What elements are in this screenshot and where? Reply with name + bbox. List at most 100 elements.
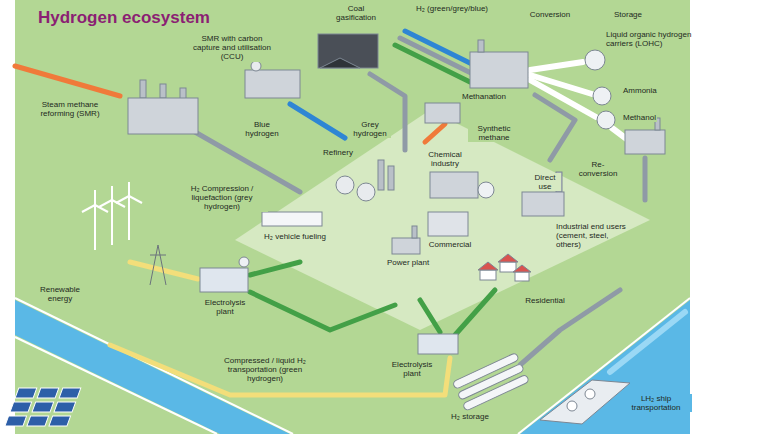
hydrogen-flow bbox=[643, 158, 648, 200]
river-bank bbox=[15, 337, 217, 434]
storage-tank bbox=[593, 87, 611, 105]
facility-label: Renewable energy bbox=[32, 285, 89, 303]
facility-label: Electrolysis plant bbox=[386, 360, 438, 378]
house bbox=[480, 270, 496, 280]
refinery-tower bbox=[388, 166, 394, 190]
storage-tank bbox=[463, 374, 530, 411]
green-hydrogen-flow bbox=[250, 262, 300, 275]
green-hydrogen-flow bbox=[395, 45, 470, 82]
facility-label: SMR with carbon capture and utilisation … bbox=[191, 34, 273, 62]
facility-label: Re-conversion bbox=[575, 160, 622, 178]
chimney bbox=[160, 84, 166, 98]
tank bbox=[239, 257, 249, 267]
turbine-blade bbox=[111, 186, 113, 200]
wind-turbine bbox=[128, 196, 130, 240]
facility-label: Liquid organic hydrogen carriers (LOHC) bbox=[605, 30, 702, 48]
storage-flow bbox=[520, 290, 620, 365]
direct-use-flow bbox=[535, 95, 575, 160]
chemical-plant bbox=[430, 172, 478, 198]
ship-tank bbox=[585, 389, 595, 399]
grey-hydrogen-flow bbox=[400, 38, 475, 75]
facility-label: Steam methane reforming (SMR) bbox=[27, 100, 114, 118]
diagram-title: Hydrogen ecosystem bbox=[38, 8, 210, 28]
facility-label: Power plant bbox=[386, 258, 430, 267]
refinery-tank bbox=[336, 176, 354, 194]
solar-panel bbox=[49, 416, 71, 426]
facility-label: Ammonia bbox=[622, 86, 658, 95]
solar-panel bbox=[10, 402, 32, 412]
house bbox=[515, 272, 529, 281]
facility-label: Conversion bbox=[529, 10, 571, 19]
turbine-blade bbox=[116, 196, 129, 203]
ground bbox=[15, 0, 690, 434]
ship-tank bbox=[567, 401, 577, 411]
facility-label: Methanation bbox=[461, 92, 507, 101]
blue-hydrogen-flow bbox=[405, 31, 480, 68]
facility-label: Blue hydrogen bbox=[241, 120, 283, 138]
solar-panel bbox=[5, 416, 27, 426]
conversion-plant bbox=[470, 52, 528, 88]
green-hydrogen-flow bbox=[420, 300, 440, 332]
solar-panel bbox=[15, 388, 37, 398]
green-hydrogen-flow bbox=[250, 292, 395, 330]
chimney bbox=[412, 226, 417, 238]
facility-label: H₂ storage bbox=[450, 412, 490, 421]
blue-hydrogen-flow bbox=[290, 104, 345, 138]
turbine-blade bbox=[82, 205, 95, 212]
facility-label: Chemical industry bbox=[419, 150, 471, 168]
facility-label: H₂ vehicle fueling bbox=[263, 232, 327, 241]
grey-hydrogen-flow bbox=[195, 132, 300, 192]
solar-panel bbox=[27, 416, 49, 426]
coal-plant bbox=[318, 34, 378, 68]
facility-label: Grey hydrogen bbox=[349, 120, 391, 138]
synthetic-methane-flow bbox=[425, 124, 445, 142]
facility-label: Coal gasification bbox=[333, 4, 380, 22]
commercial-building bbox=[428, 212, 468, 236]
facility-label: LH₂ ship transportation bbox=[620, 394, 692, 412]
methanation-plant bbox=[425, 103, 460, 123]
facility-label: Storage bbox=[613, 10, 643, 19]
electrolysis-plant bbox=[200, 268, 248, 292]
power-plant bbox=[392, 238, 420, 254]
sea-shore bbox=[518, 298, 690, 434]
turbine-blade bbox=[99, 200, 112, 207]
facility-label: Industrial end users (cement, steel, oth… bbox=[555, 222, 629, 250]
green-hydrogen-flow bbox=[455, 290, 495, 335]
turbine-blade bbox=[94, 190, 96, 205]
facility-label: Electrolysis plant bbox=[199, 298, 251, 316]
storage-tank bbox=[585, 50, 605, 70]
end-use-area bbox=[235, 110, 650, 330]
electrolysis-plant bbox=[418, 334, 458, 354]
facility-label: H₂ (green/grey/blue) bbox=[415, 4, 489, 13]
ccu-plant bbox=[245, 70, 300, 98]
refinery-tank bbox=[357, 183, 375, 201]
facility-label: Synthetic methane bbox=[468, 124, 520, 142]
chimney bbox=[478, 40, 484, 52]
solar-panel bbox=[37, 388, 59, 398]
solar-panel bbox=[54, 402, 76, 412]
facility-label: Direct use bbox=[529, 173, 561, 191]
power-pylon bbox=[150, 255, 166, 256]
solar-panel bbox=[32, 402, 54, 412]
roof bbox=[513, 265, 531, 272]
chemical-sphere bbox=[478, 182, 494, 198]
ship bbox=[540, 380, 630, 424]
turbine-blade bbox=[129, 196, 142, 203]
turbine-blade bbox=[128, 182, 130, 196]
factory bbox=[522, 192, 564, 216]
roof bbox=[498, 254, 518, 262]
power-flow bbox=[110, 345, 450, 395]
natural-gas-flow bbox=[15, 66, 120, 96]
solar-panel bbox=[59, 388, 81, 398]
wind-turbine bbox=[111, 200, 113, 245]
ship-route bbox=[610, 312, 685, 372]
facility-label: Commercial bbox=[428, 240, 473, 249]
facility-label: Compressed / liquid H₂ transportation (g… bbox=[214, 356, 316, 384]
roof bbox=[478, 262, 498, 270]
chimney bbox=[140, 80, 146, 98]
power-pylon bbox=[150, 245, 166, 285]
refinery-tower bbox=[378, 160, 384, 190]
storage-tank bbox=[597, 111, 615, 129]
carrier-flow bbox=[530, 62, 583, 70]
